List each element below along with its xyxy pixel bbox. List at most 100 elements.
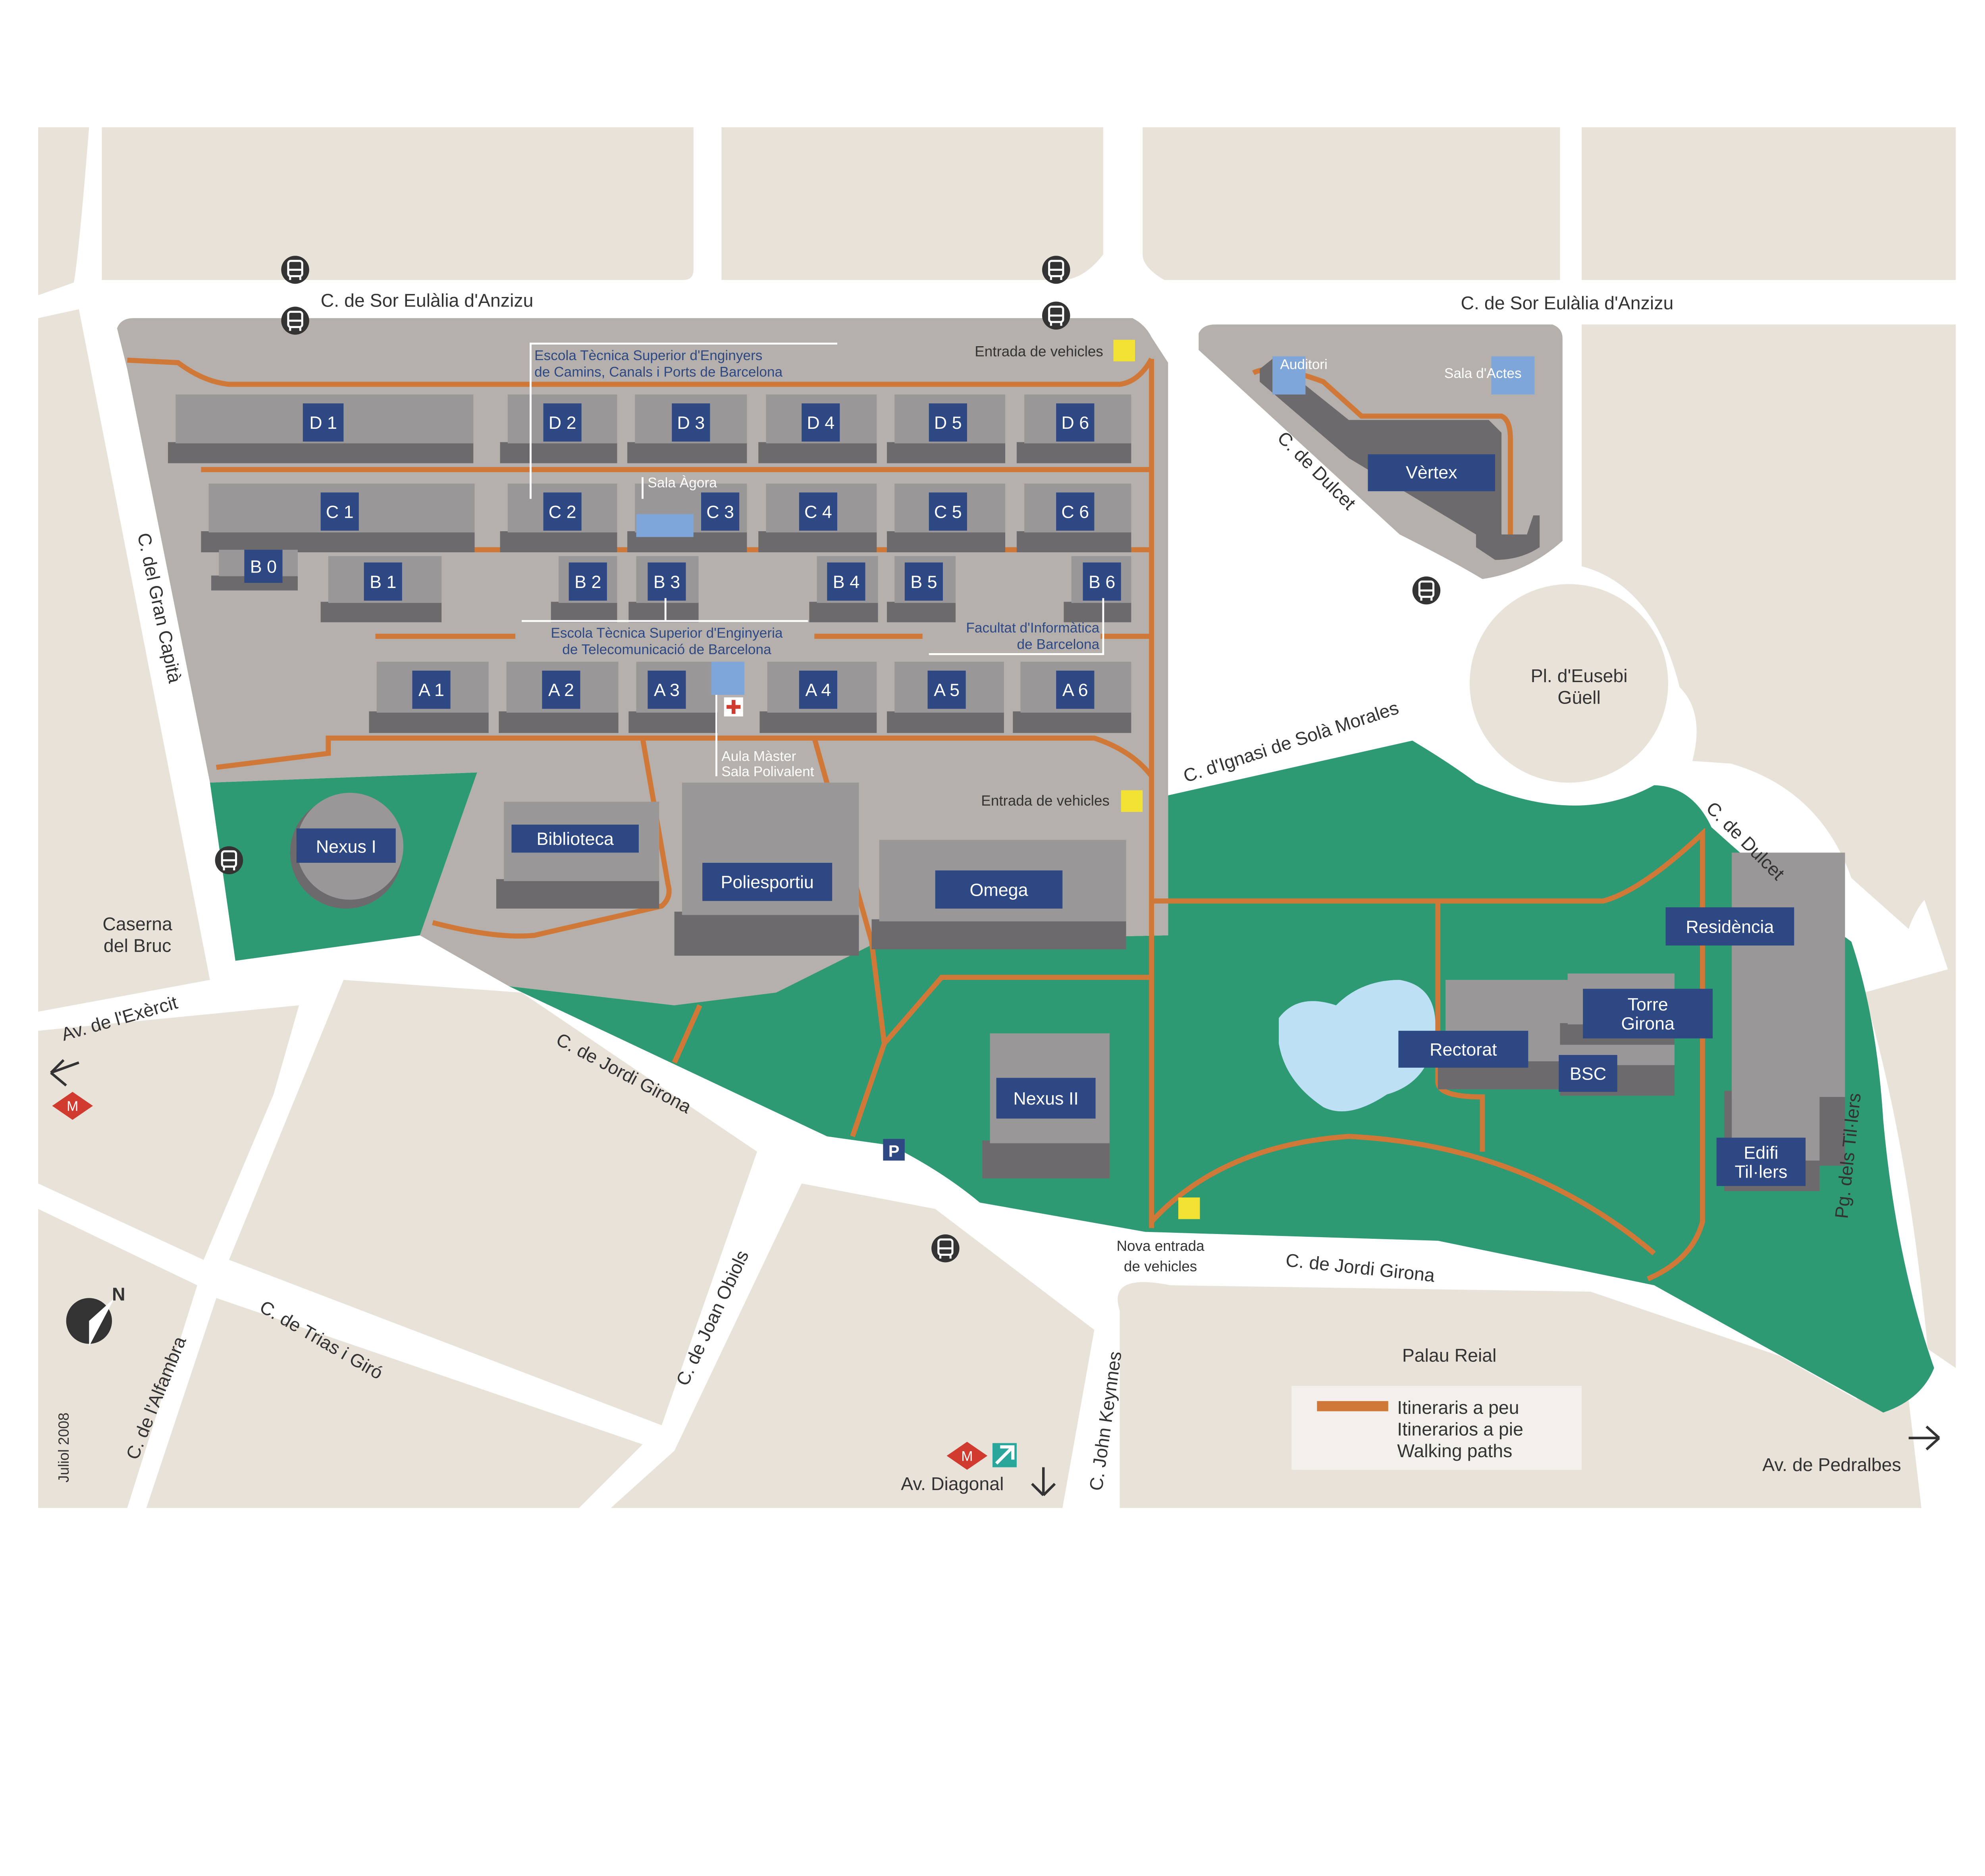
building-label[interactable]: A 6 bbox=[1062, 680, 1088, 700]
place-eusebi-guell-1: Pl. d'Eusebi bbox=[1531, 665, 1628, 686]
building-b1: B 1 bbox=[320, 556, 442, 623]
building-a2: A 2 bbox=[499, 661, 619, 733]
building-label[interactable]: C 4 bbox=[804, 501, 832, 522]
building-a6: A 6 bbox=[1013, 661, 1131, 733]
building-shadow bbox=[496, 879, 659, 909]
first-aid-icon bbox=[724, 697, 743, 717]
building-label[interactable]: BSC bbox=[1570, 1064, 1606, 1084]
building-a5: A 5 bbox=[887, 661, 1004, 733]
street-sor-eulalia-1: C. de Sor Eulàlia d'Anzizu bbox=[321, 290, 534, 310]
building-shadow bbox=[201, 531, 475, 553]
building-roof bbox=[1732, 852, 1845, 1097]
legend-item: Walking paths bbox=[1397, 1440, 1512, 1461]
building-label-box bbox=[1083, 562, 1121, 601]
building-label[interactable]: Rectorat bbox=[1430, 1039, 1497, 1060]
building-label-box bbox=[1056, 403, 1095, 442]
building-label[interactable]: B 1 bbox=[370, 572, 396, 592]
building-label[interactable]: Girona bbox=[1621, 1013, 1675, 1033]
building-label[interactable]: B 6 bbox=[1089, 572, 1115, 592]
building-label-box bbox=[927, 671, 966, 709]
building-label[interactable]: B 0 bbox=[250, 556, 277, 576]
building-label-box bbox=[827, 562, 865, 601]
building-shadow bbox=[369, 711, 489, 733]
informatica-label-2: de Barcelona bbox=[1017, 637, 1099, 652]
building-label-box bbox=[996, 1078, 1096, 1119]
building-label-box bbox=[244, 549, 283, 583]
vertex-label[interactable]: Vèrtex bbox=[1406, 462, 1457, 482]
vehicle-entrance-1 bbox=[1113, 339, 1135, 362]
building-label-box bbox=[648, 562, 686, 601]
campus-map: D 1 D 2 D 3 D 4 D 5 D 6 C 1 C 2 C 3 C 4 C 5 C 6 B 0 B… bbox=[38, 127, 1956, 1508]
svg-text:M: M bbox=[961, 1448, 973, 1464]
building-label[interactable]: A 2 bbox=[548, 680, 574, 700]
building-label[interactable]: D 4 bbox=[807, 413, 834, 433]
telecom-label-2: de Telecomunicació de Barcelona bbox=[562, 642, 771, 657]
building-c1: C 1 bbox=[201, 483, 475, 553]
building-b5: B 5 bbox=[887, 556, 956, 623]
street-diagonal: Av. Diagonal bbox=[901, 1473, 1004, 1494]
building-label[interactable]: D 1 bbox=[309, 413, 337, 433]
building-label[interactable]: Edifi bbox=[1744, 1142, 1778, 1163]
building-shadow bbox=[887, 442, 1006, 463]
building-label[interactable]: Biblioteca bbox=[536, 829, 614, 849]
building-d3: D 3 bbox=[627, 394, 747, 463]
auditori-label: Auditori bbox=[1280, 357, 1328, 372]
camins-label-1: Escola Tècnica Superior d'Enginyers bbox=[534, 348, 762, 363]
building-label[interactable]: B 4 bbox=[833, 572, 860, 592]
building-label-box bbox=[802, 403, 840, 442]
building-b0: B 0 bbox=[211, 549, 298, 591]
building-c3: C 3 bbox=[627, 483, 747, 553]
building-label[interactable]: Torre bbox=[1628, 994, 1668, 1014]
building-label[interactable]: Residència bbox=[1686, 916, 1774, 937]
building-label[interactable]: A 4 bbox=[805, 680, 831, 700]
street-jordi-girona-2: C. de Jordi Girona bbox=[1285, 1249, 1436, 1286]
building-label[interactable]: D 5 bbox=[934, 413, 962, 433]
building-label[interactable]: Omega bbox=[969, 879, 1028, 900]
bus-stop-icon bbox=[931, 1234, 960, 1263]
building-label[interactable]: C 5 bbox=[934, 501, 962, 522]
auditori-marker bbox=[1272, 356, 1306, 395]
nexus-1-label[interactable]: Nexus I bbox=[316, 836, 376, 856]
building-label-box bbox=[799, 671, 837, 709]
building-label[interactable]: B 2 bbox=[574, 572, 601, 592]
building-shadow bbox=[1016, 442, 1131, 463]
building-label[interactable]: A 5 bbox=[934, 680, 960, 700]
building-label-box bbox=[412, 671, 451, 709]
aula-master-label-1: Aula Màster bbox=[721, 749, 796, 764]
building-label-box bbox=[929, 403, 967, 442]
building-shadow bbox=[809, 602, 878, 623]
vehicle-entrance-3 bbox=[1178, 1197, 1200, 1219]
building-label[interactable]: B 5 bbox=[910, 572, 937, 592]
building-label[interactable]: D 6 bbox=[1061, 413, 1089, 433]
building-label[interactable]: Poliesportiu bbox=[721, 872, 813, 892]
building-label[interactable]: D 3 bbox=[677, 413, 705, 433]
building-label[interactable]: A 1 bbox=[418, 680, 444, 700]
street-pedralbes: Av. de Pedralbes bbox=[1762, 1454, 1901, 1475]
building-shadow bbox=[320, 602, 442, 623]
building-label-box bbox=[904, 562, 943, 601]
building-label[interactable]: C 3 bbox=[706, 501, 734, 522]
building-c6: C 6 bbox=[1016, 483, 1131, 553]
building-label-box bbox=[1559, 1055, 1617, 1092]
svg-text:P: P bbox=[888, 1141, 900, 1160]
place-caserna-1: Caserna bbox=[102, 914, 172, 934]
bus-stop-icon bbox=[1042, 301, 1070, 330]
building-label[interactable]: C 2 bbox=[549, 501, 576, 522]
arrow-down-icon bbox=[1031, 1467, 1056, 1496]
building-label-box bbox=[702, 863, 833, 901]
building-c4: C 4 bbox=[758, 483, 877, 553]
building-label-box bbox=[1583, 989, 1713, 1039]
buildings: D 1 D 2 D 3 D 4 D 5 D 6 C 1 C 2 C 3 C 4 C 5 C 6 B 0 B… bbox=[168, 394, 1845, 1191]
building-label[interactable]: Til·lers bbox=[1734, 1161, 1787, 1182]
building-label[interactable]: D 2 bbox=[549, 413, 576, 433]
building-d4: D 4 bbox=[758, 394, 877, 463]
building-label[interactable]: B 3 bbox=[653, 572, 680, 592]
building-label[interactable]: C 1 bbox=[326, 501, 354, 522]
building-label[interactable]: A 3 bbox=[654, 680, 680, 700]
street-sor-eulalia-2: C. de Sor Eulàlia d'Anzizu bbox=[1461, 293, 1673, 313]
legend-path-swatch bbox=[1317, 1401, 1388, 1411]
sala-agora-label: Sala Àgora bbox=[648, 475, 717, 491]
building-label-box bbox=[320, 492, 359, 531]
building-label[interactable]: Nexus II bbox=[1013, 1088, 1079, 1109]
building-label[interactable]: C 6 bbox=[1061, 501, 1089, 522]
